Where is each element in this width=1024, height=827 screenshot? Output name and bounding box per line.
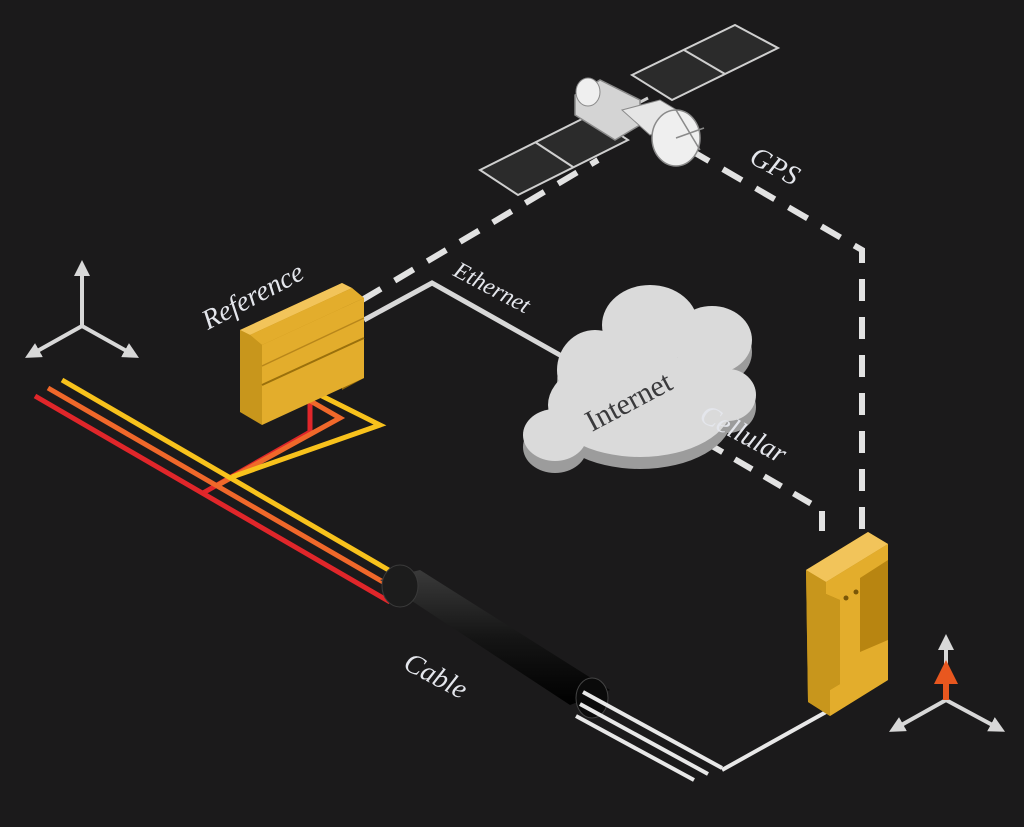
cable-label: Cable — [399, 647, 473, 706]
cable-fibers-white — [575, 690, 827, 782]
reference-receiver-icon — [240, 283, 365, 425]
ethernet-link — [362, 280, 592, 375]
cable-sheath — [380, 564, 610, 719]
fiber-bundle — [33, 377, 394, 605]
gps-link-to-rover — [688, 147, 865, 530]
satellite-dish — [651, 109, 705, 167]
solar-panel-right — [629, 23, 781, 102]
fiber-yellow — [60, 377, 394, 575]
axes-icon — [25, 260, 139, 358]
fiber-orange — [46, 385, 392, 589]
fiber-red — [33, 393, 392, 605]
axes-highlight-icon — [889, 634, 1006, 732]
gps-label: GPS — [745, 141, 805, 192]
satellite-icon — [478, 23, 781, 197]
cloud-icon — [523, 285, 756, 473]
mobile-receiver-icon — [806, 532, 888, 716]
gps-link-to-reference — [360, 157, 600, 303]
satellite-body — [574, 77, 692, 141]
solar-panel-left — [478, 113, 630, 197]
ethernet-label: Ethernet — [448, 257, 535, 320]
